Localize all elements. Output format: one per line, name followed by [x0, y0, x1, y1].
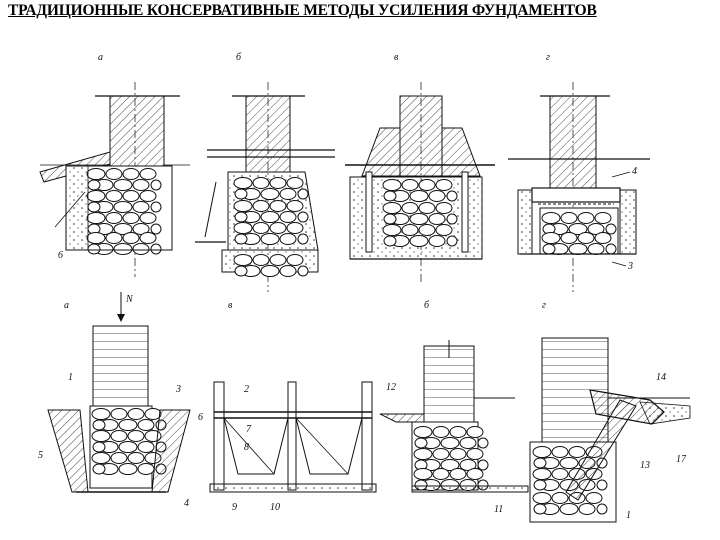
bottom-panel-a: а N 1 3 6 5 4: [38, 292, 203, 509]
bottom-a-callout-4: 4: [184, 498, 189, 509]
bottom-v-callout-10: 10: [270, 502, 280, 513]
bottom-panel-a-label: а: [64, 300, 69, 311]
bottom-panel-v-label: в: [228, 300, 233, 311]
bottom-panel-v: в 2 7 8 9 10: [209, 300, 377, 513]
bottom-b-callout-12: 12: [386, 382, 396, 393]
bottom-panel-b-label: б: [424, 300, 430, 311]
bottom-g-callout-17: 17: [676, 454, 687, 465]
bottom-a-callout-6: 6: [198, 412, 203, 423]
top-panel-a: а 6: [39, 52, 190, 277]
top-panel-b-label: б: [236, 52, 242, 63]
bottom-panel-a-load: N: [125, 294, 134, 305]
bottom-v-callout-7: 7: [246, 424, 252, 435]
foundation-drawings: а 6 б в: [38, 52, 691, 523]
top-panel-a-label: а: [98, 52, 103, 63]
top-panel-b: б: [195, 52, 335, 292]
bottom-panel-g-label: г: [542, 300, 546, 311]
bottom-panel-g: г 14 13 17 1: [529, 300, 691, 523]
bottom-g-callout-14: 14: [656, 372, 666, 383]
bottom-g-callout-13: 13: [640, 460, 650, 471]
bottom-a-callout-3: 3: [175, 384, 181, 395]
bottom-v-callout-9: 9: [232, 502, 237, 513]
page-title: ТРАДИЦИОННЫЕ КОНСЕРВАТИВНЫЕ МЕТОДЫ УСИЛЕ…: [8, 2, 597, 19]
top-panel-g-label: г: [546, 52, 550, 63]
bottom-panel-b: б 12 11: [379, 300, 529, 515]
bottom-a-callout-1: 1: [68, 372, 73, 383]
top-panel-v: в: [345, 52, 495, 282]
top-panel-a-callout: 6: [58, 250, 63, 261]
bottom-b-callout-11: 11: [494, 504, 503, 515]
bottom-g-callout-1: 1: [626, 510, 631, 521]
top-panel-g-callout-3: 3: [627, 261, 633, 272]
top-panel-g-callout-4: 4: [632, 166, 637, 177]
bottom-v-callout-2: 2: [244, 384, 249, 395]
bottom-v-callout-8: 8: [244, 442, 249, 453]
top-panel-g: г 4 3: [508, 52, 650, 292]
bottom-a-callout-5: 5: [38, 450, 43, 461]
top-panel-v-label: в: [394, 52, 399, 63]
